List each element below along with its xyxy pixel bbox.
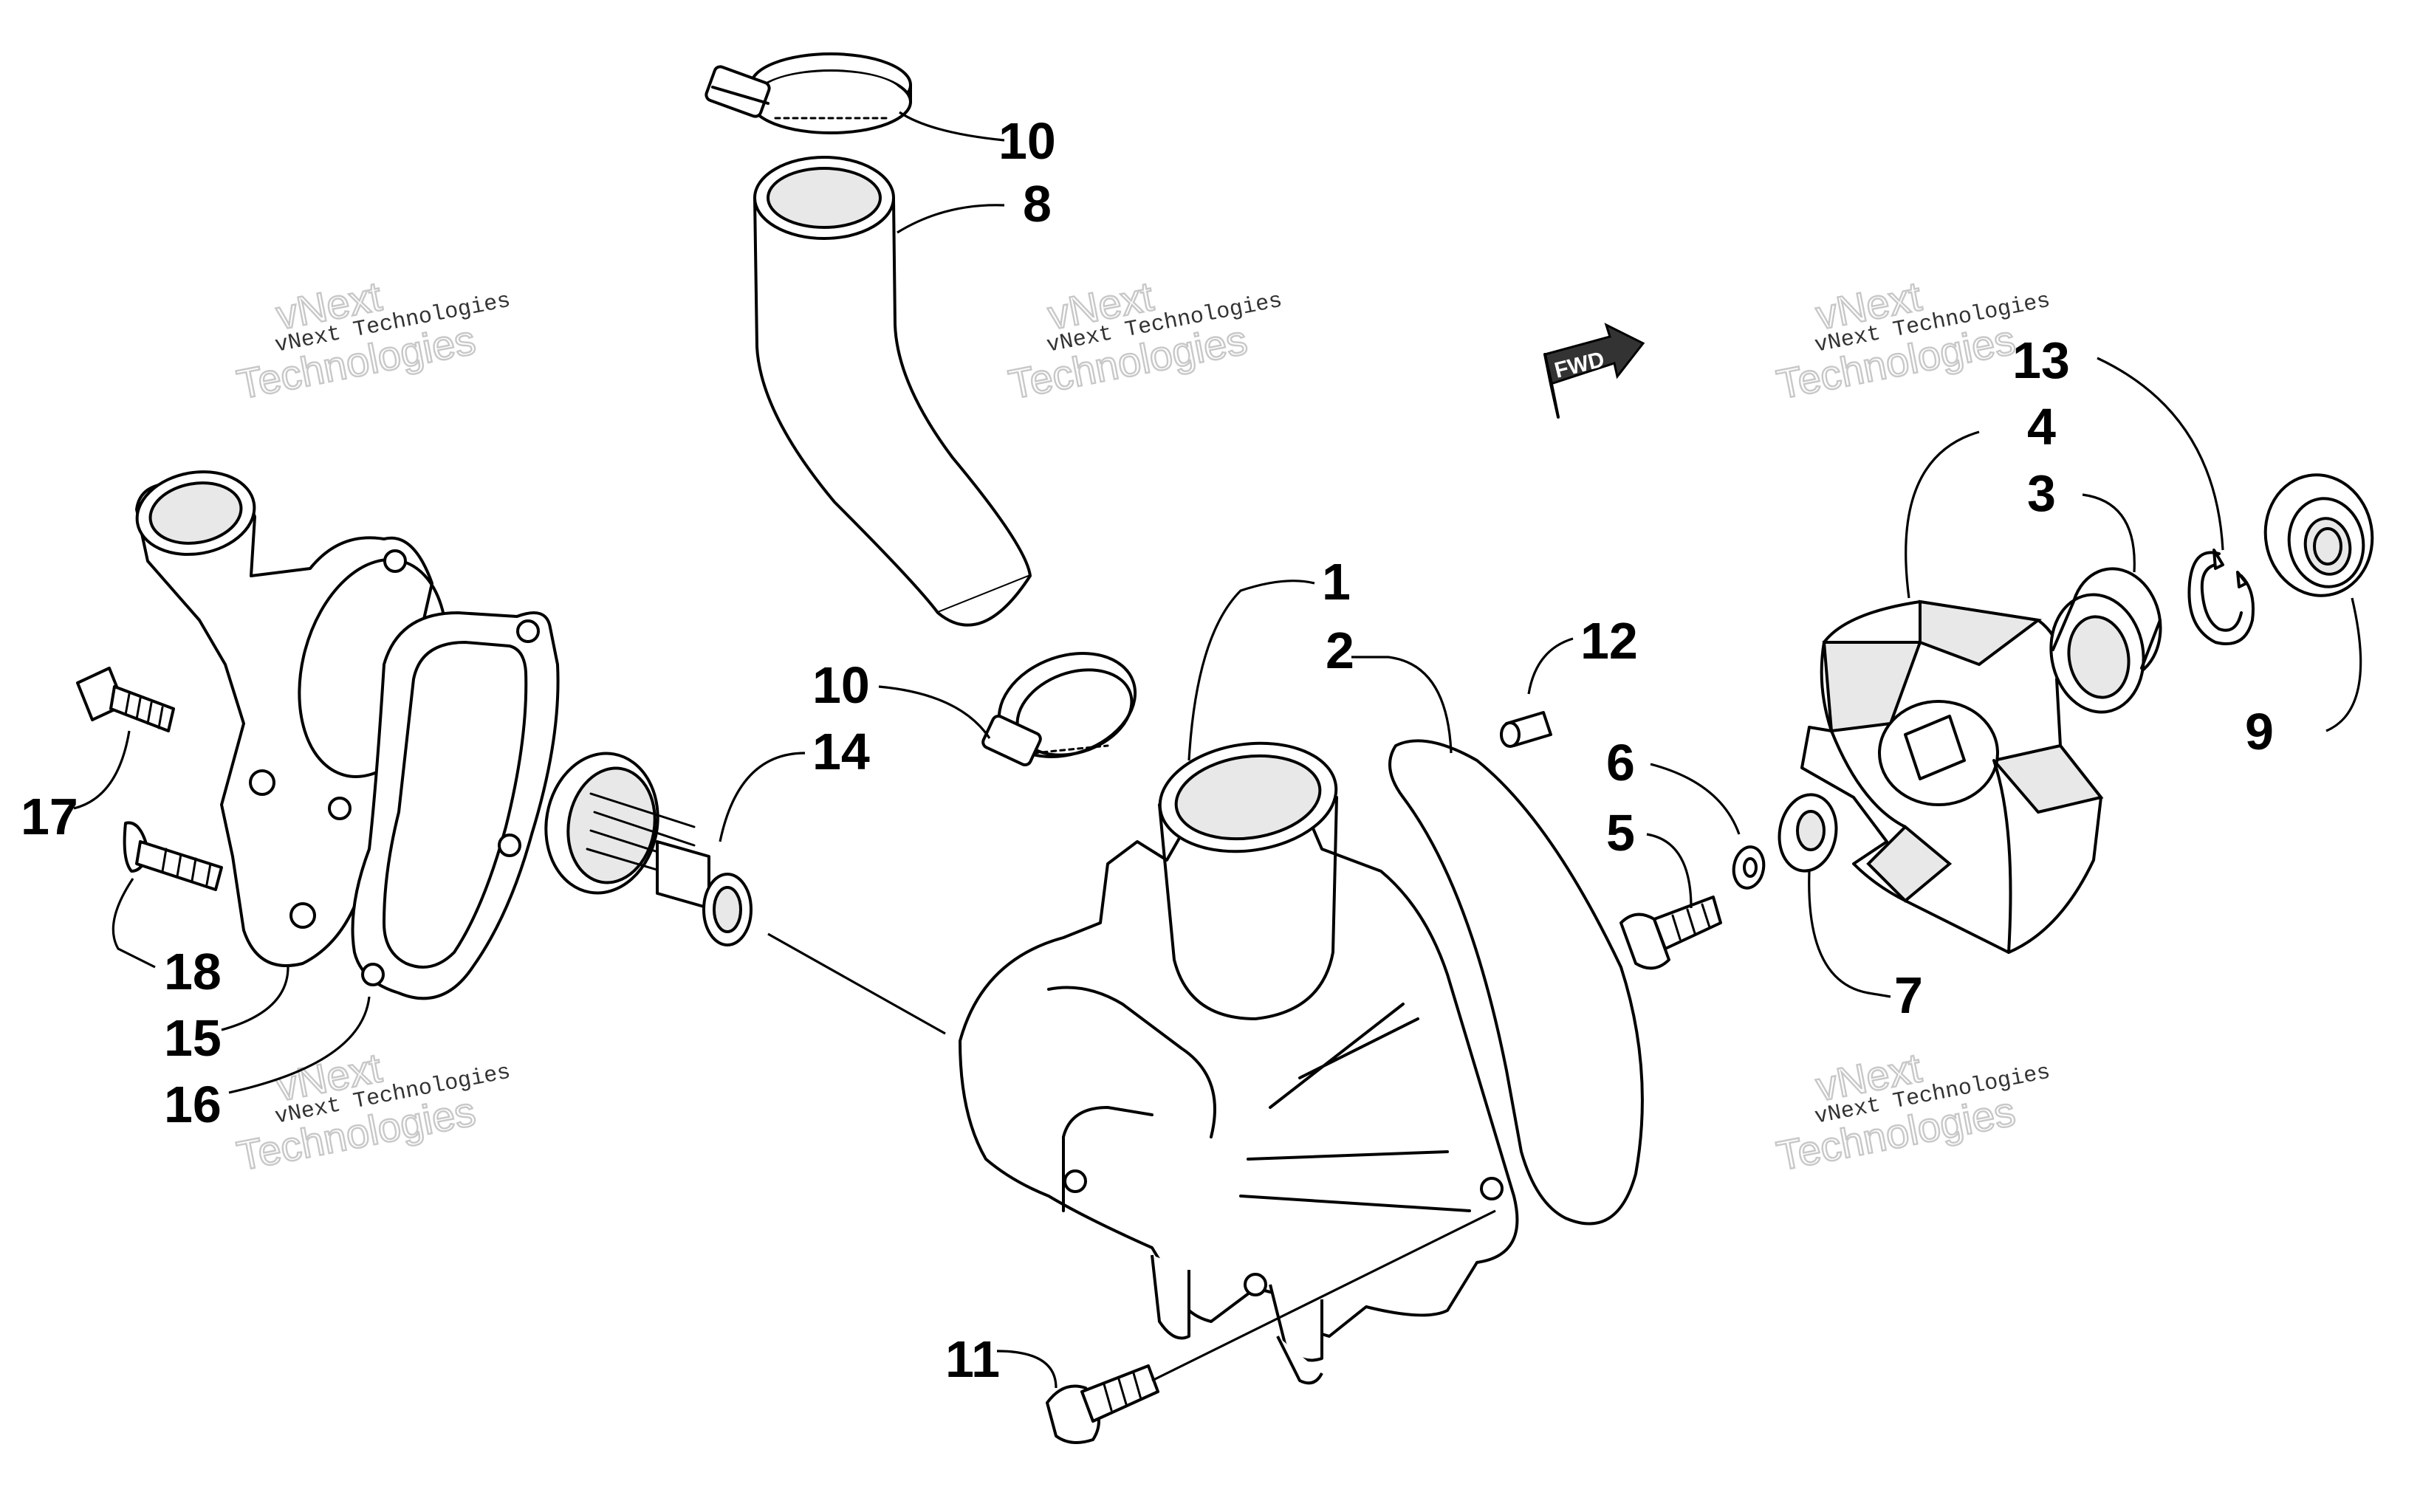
callout-14: 14: [812, 723, 870, 780]
housing-gasket: [351, 611, 560, 1000]
callout-9: 9: [2245, 703, 2274, 760]
bolt-11: [1046, 1364, 1159, 1444]
callout-11: 11: [945, 1330, 1000, 1388]
watermark-bottom-left: vNext vNext Technologies Technologies: [233, 1043, 513, 1180]
hose-clamp-top: [705, 52, 912, 134]
watermark-top-center: vNext vNext Technologies Technologies: [1004, 272, 1285, 408]
callout-10-middle: 10: [812, 656, 870, 714]
thermostat: [544, 752, 753, 946]
leader-lines: [73, 111, 2362, 1389]
callout-7: 7: [1894, 966, 1923, 1024]
callout-10-top: 10: [998, 112, 1056, 170]
watermark-top-left: vNext vNext Technologies Technologies: [233, 272, 513, 408]
washer-6: [1732, 845, 1766, 890]
circlip: [2187, 549, 2255, 645]
callout-16: 16: [164, 1076, 222, 1133]
o-ring: [1388, 739, 1644, 1226]
coolant-hose: [753, 156, 1032, 627]
callout-17: 17: [21, 788, 78, 845]
callout-2: 2: [1326, 622, 1354, 679]
callout-15: 15: [164, 1009, 222, 1067]
impeller: [1800, 599, 2104, 954]
water-pump-cover: [959, 741, 1519, 1385]
callout-4: 4: [2027, 398, 2056, 456]
callout-18: 18: [164, 943, 222, 1000]
callout-12: 12: [1580, 612, 1638, 670]
callout-3: 3: [2027, 464, 2056, 522]
callout-1: 1: [1322, 553, 1351, 611]
bolt-5: [1619, 896, 1722, 970]
watermark-bottom-right: vNext vNext Technologies Technologies: [1772, 1043, 2053, 1180]
callout-13: 13: [2012, 331, 2070, 389]
callout-8: 8: [1023, 175, 1052, 233]
dowel-pin: [1500, 711, 1552, 748]
bolt-17: [76, 667, 175, 732]
shaft-seal: [2049, 567, 2162, 714]
callout-labels: 10 8 1 2 12 10 14 6 5 7 13 4 3 9 17 18 1…: [21, 112, 2274, 1388]
washer-7: [1778, 793, 1838, 873]
bearing: [2263, 473, 2374, 597]
thermostat-housing: [135, 470, 448, 967]
forward-direction-arrow: FWD: [1543, 323, 1645, 419]
hose-clamp-middle: [981, 651, 1137, 767]
callout-5: 5: [1606, 804, 1635, 862]
bolt-18: [123, 821, 223, 891]
callout-6: 6: [1606, 734, 1635, 791]
